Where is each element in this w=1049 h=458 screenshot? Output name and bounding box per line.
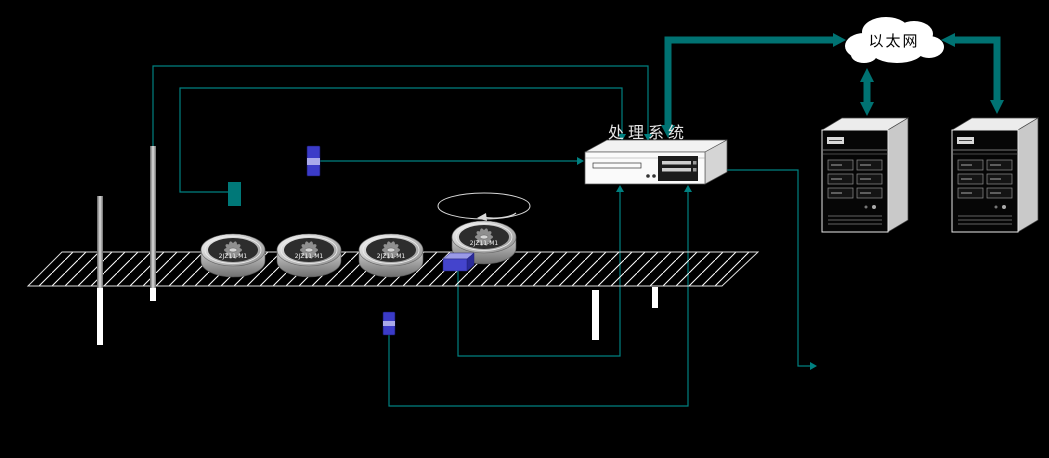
system-vent-slot bbox=[592, 162, 642, 169]
system-power-button bbox=[646, 174, 650, 178]
arrowhead-up-icon bbox=[616, 185, 624, 192]
arrowhead-up-icon bbox=[684, 185, 692, 192]
network-links bbox=[661, 33, 1004, 138]
arrowhead-down-icon bbox=[618, 134, 626, 141]
pole-mid-upper bbox=[150, 146, 156, 288]
server-1 bbox=[821, 117, 909, 233]
link-system-to-ethernet bbox=[664, 36, 834, 126]
scanner-box bbox=[442, 252, 475, 272]
arrowhead-up-icon bbox=[860, 68, 874, 82]
wheel-1-label: 2JZ11-M1 bbox=[219, 253, 248, 260]
turntable bbox=[437, 192, 531, 221]
ethernet-cloud: 以太网 bbox=[845, 17, 944, 63]
pole-left-lower bbox=[97, 288, 103, 345]
system-case-top bbox=[584, 139, 728, 153]
arrowhead-right-icon bbox=[833, 33, 846, 47]
arrowhead-right-icon bbox=[577, 157, 584, 165]
sensors bbox=[228, 145, 475, 336]
system-reset-button bbox=[652, 174, 656, 178]
wheel-rims: 2JZ11-M1 2JZ11-M1 2JZ11-M1 2JZ11-M1 bbox=[200, 220, 517, 278]
arrowhead-down-icon bbox=[644, 134, 652, 141]
server-2 bbox=[951, 117, 1039, 233]
processing-system-label: 处理系统 bbox=[608, 123, 688, 142]
pole-right-a bbox=[592, 290, 599, 340]
arrowhead-down-icon bbox=[661, 125, 675, 138]
wheel-3-label: 2JZ11-M1 bbox=[377, 253, 406, 260]
processing-system: 处理系统 bbox=[584, 123, 728, 185]
rotation-arrow-icon bbox=[481, 212, 517, 219]
pole-left-upper bbox=[97, 196, 103, 288]
pole-mid-lower bbox=[150, 288, 156, 301]
connection-line-sensor-teal bbox=[179, 87, 623, 193]
arrowhead-right-icon bbox=[810, 362, 817, 370]
wheel-2-label: 2JZ11-M1 bbox=[295, 253, 324, 260]
ethernet-label: 以太网 bbox=[868, 32, 919, 50]
link-ethernet-to-server2 bbox=[954, 36, 1001, 100]
sensor-connections bbox=[152, 65, 817, 407]
connection-line-bottom-sensor bbox=[388, 192, 689, 407]
photo-sensor-blue-band bbox=[307, 158, 320, 165]
pole-right-b bbox=[652, 287, 658, 308]
proximity-sensor-teal bbox=[228, 182, 241, 206]
rotation-arrowhead-icon bbox=[477, 213, 487, 221]
light-barrier-poles bbox=[97, 146, 658, 345]
bottom-sensor-blue-band bbox=[383, 321, 395, 326]
arrowhead-down-icon bbox=[990, 100, 1004, 114]
connection-line-light-barrier bbox=[152, 65, 649, 148]
connection-line-output bbox=[727, 169, 810, 367]
servers bbox=[821, 117, 1039, 233]
arrowhead-down-icon bbox=[860, 102, 874, 116]
wheel-4-label: 2JZ11-M1 bbox=[470, 240, 499, 247]
arrowhead-left-icon bbox=[941, 33, 955, 47]
